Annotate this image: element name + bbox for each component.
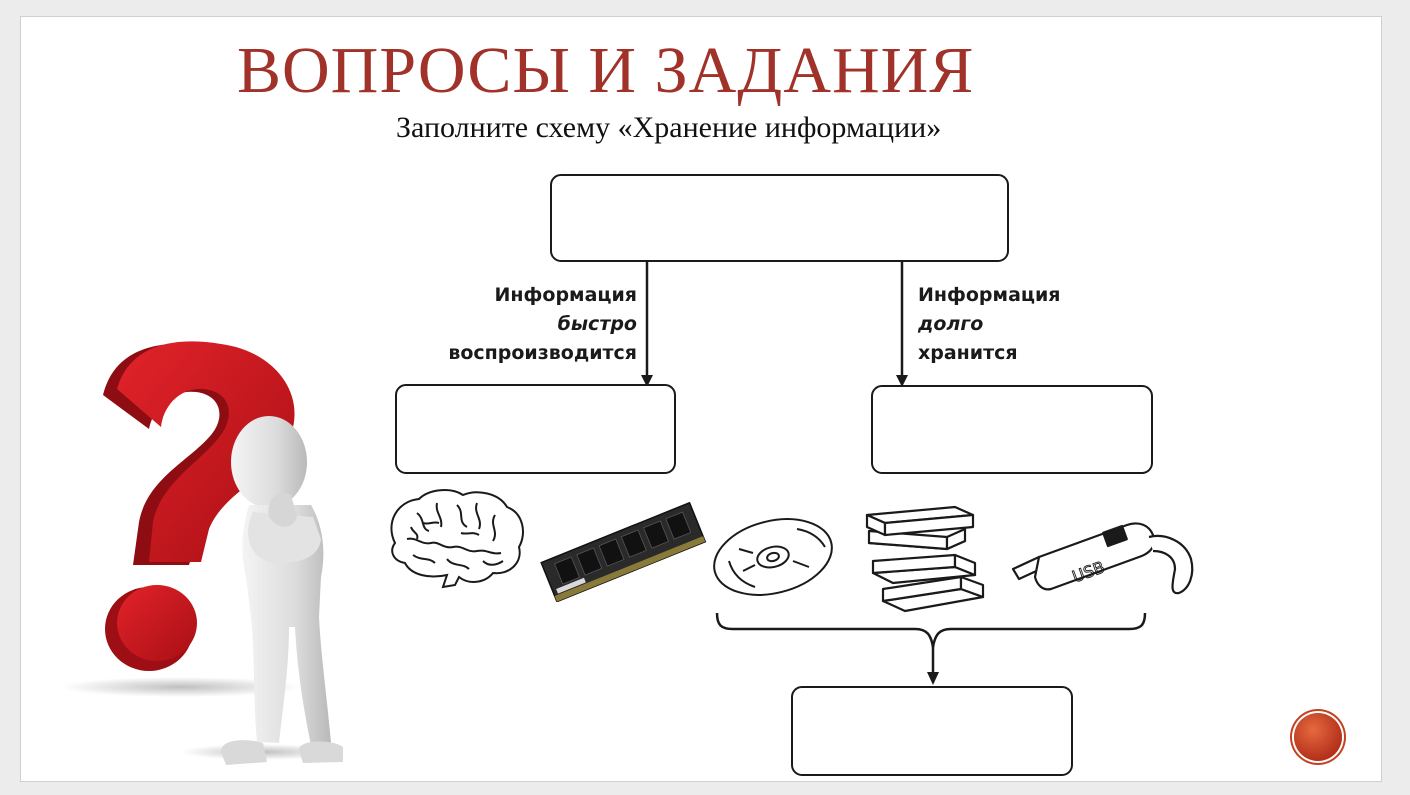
left-label-line2: быстро — [557, 313, 637, 335]
left-label-line3: воспроизводится — [448, 342, 637, 364]
person-figure-icon — [221, 416, 343, 765]
slide-subtitle: Заполните схему «Хранение информации» — [396, 111, 942, 144]
brain-icon — [390, 489, 524, 589]
left-box[interactable] — [395, 384, 676, 474]
diagram-connectors — [641, 261, 1147, 685]
ram-module-icon — [540, 502, 707, 602]
cd-disc-icon — [713, 518, 833, 596]
question-mark-icon — [103, 341, 295, 671]
bottom-box[interactable] — [791, 686, 1073, 776]
usb-drive-icon: USB — [1011, 522, 1194, 595]
slide: ВОПРОСЫ И ЗАДАНИЯ Заполните схему «Хране… — [20, 16, 1382, 782]
right-box[interactable] — [871, 385, 1153, 474]
left-label-line1: Информация — [494, 284, 637, 306]
thinking-person-illustration — [61, 341, 343, 765]
right-branch-label: Информация долго хранится — [918, 281, 1060, 368]
right-label-line3: хранится — [918, 342, 1018, 364]
books-stack-icon — [865, 505, 985, 613]
left-branch-label: Информация быстро воспроизводится — [401, 281, 637, 368]
right-label-line1: Информация — [918, 284, 1061, 306]
slide-title: ВОПРОСЫ И ЗАДАНИЯ — [237, 34, 975, 107]
top-box[interactable] — [550, 174, 1009, 262]
slide-nav-button[interactable] — [1294, 713, 1342, 761]
right-label-line2: долго — [918, 313, 984, 335]
